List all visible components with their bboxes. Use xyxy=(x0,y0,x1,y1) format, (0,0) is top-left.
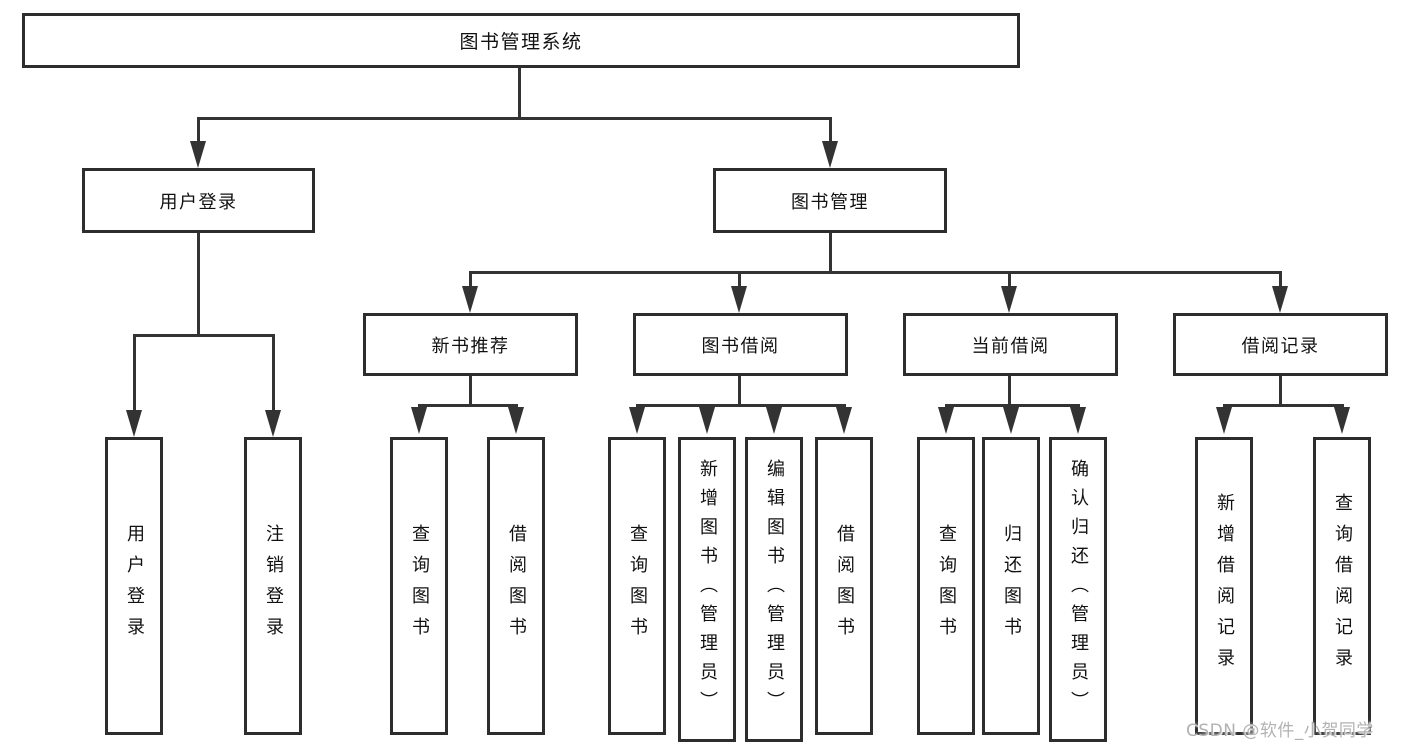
arrow-down-icon xyxy=(731,286,747,313)
connector-drop-group xyxy=(1008,271,1011,288)
node-borrowing-records: 借阅记录 xyxy=(1173,313,1388,376)
leaf-add-borrow-record: 新增借阅记录 xyxy=(1195,437,1253,735)
connector-drop-group xyxy=(738,271,741,288)
connector-group-branch xyxy=(418,404,518,407)
node-book-management: 图书管理 xyxy=(713,168,947,233)
leaf-query-books: 查询图书 xyxy=(608,437,666,735)
connector-book-management-branch xyxy=(469,271,1282,274)
node-label: 当前借阅 xyxy=(971,335,1050,357)
arrow-down-icon xyxy=(265,410,281,437)
arrow-down-icon xyxy=(1216,407,1232,434)
arrow-down-icon xyxy=(126,410,142,437)
node-root: 图书管理系统 xyxy=(22,13,1020,68)
leaf-label: 确认归还（管理员） xyxy=(1068,459,1089,720)
arrow-down-icon xyxy=(1070,407,1086,434)
leaf-label: 注销登录 xyxy=(263,524,284,648)
leaf-label: 编辑图书（管理员） xyxy=(764,459,785,720)
arrow-down-icon xyxy=(1272,286,1288,313)
leaf-label: 借阅图书 xyxy=(506,524,527,648)
leaf-label: 归还图书 xyxy=(1001,524,1022,648)
connector-group-trunk xyxy=(469,376,472,407)
leaf-logout: 注销登录 xyxy=(244,437,302,735)
node-label: 图书借阅 xyxy=(701,335,780,357)
arrow-down-icon xyxy=(1001,286,1017,313)
connector-user-login-trunk xyxy=(197,233,200,336)
leaf-label: 借阅图书 xyxy=(834,524,855,648)
arrow-down-icon xyxy=(1003,407,1019,434)
connector-book-management-trunk xyxy=(829,233,832,274)
connector-drop-leaf xyxy=(133,334,136,412)
leaf-query-books: 查询图书 xyxy=(390,437,448,735)
leaf-label: 用户登录 xyxy=(124,524,145,648)
arrow-down-icon xyxy=(1334,407,1350,434)
leaf-user-login: 用户登录 xyxy=(105,437,163,735)
connector-group-branch xyxy=(1223,404,1344,407)
leaf-label: 新增借阅记录 xyxy=(1214,493,1235,679)
node-label: 用户登录 xyxy=(159,191,238,213)
leaf-borrow-books: 借阅图书 xyxy=(487,437,545,735)
node-root-label: 图书管理系统 xyxy=(459,31,583,53)
leaf-confirm-return-admin: 确认归还（管理员） xyxy=(1049,437,1107,742)
connector-drop-leaf xyxy=(272,334,275,412)
leaf-query-books: 查询图书 xyxy=(917,437,975,735)
arrow-down-icon xyxy=(190,141,206,168)
arrow-down-icon xyxy=(462,286,478,313)
leaf-label: 查询图书 xyxy=(936,524,957,648)
connector-root-trunk xyxy=(518,68,521,117)
connector-group-trunk xyxy=(1008,376,1011,407)
connector-group-branch xyxy=(945,404,1080,407)
connector-drop-group xyxy=(1279,271,1282,288)
arrow-down-icon xyxy=(938,407,954,434)
leaf-label: 查询借阅记录 xyxy=(1332,493,1353,679)
connector-user-login-branch xyxy=(133,334,274,337)
arrow-down-icon xyxy=(822,141,838,168)
leaf-add-book-admin: 新增图书（管理员） xyxy=(678,437,736,742)
node-label: 图书管理 xyxy=(791,191,869,213)
connector-drop-user-login xyxy=(197,117,200,143)
node-book-borrowing: 图书借阅 xyxy=(633,313,848,376)
arrow-down-icon xyxy=(629,407,645,434)
watermark: CSDN @软件_小贺同学 xyxy=(1186,721,1374,741)
connector-group-branch xyxy=(636,404,846,407)
arrow-down-icon xyxy=(411,407,427,434)
leaf-label: 新增图书（管理员） xyxy=(697,459,718,720)
node-current-borrowing: 当前借阅 xyxy=(903,313,1118,376)
node-label: 新书推荐 xyxy=(431,335,510,357)
connector-group-trunk xyxy=(738,376,741,407)
leaf-label: 查询图书 xyxy=(627,524,648,648)
connector-drop-group xyxy=(469,271,472,288)
connector-group-trunk xyxy=(1279,376,1282,407)
leaf-return-books: 归还图书 xyxy=(982,437,1040,735)
connector-drop-book-management xyxy=(829,117,832,143)
leaf-query-borrow-record: 查询借阅记录 xyxy=(1313,437,1371,735)
arrow-down-icon xyxy=(699,407,715,434)
leaf-edit-book-admin: 编辑图书（管理员） xyxy=(745,437,803,742)
arrow-down-icon xyxy=(766,407,782,434)
node-new-book-recommend: 新书推荐 xyxy=(363,313,578,376)
leaf-label: 查询图书 xyxy=(409,524,430,648)
node-user-login: 用户登录 xyxy=(82,168,315,233)
arrow-down-icon xyxy=(836,407,852,434)
leaf-borrow-books: 借阅图书 xyxy=(815,437,873,735)
node-label: 借阅记录 xyxy=(1241,335,1320,357)
arrow-down-icon xyxy=(508,407,524,434)
connector-root-branch xyxy=(197,117,832,120)
